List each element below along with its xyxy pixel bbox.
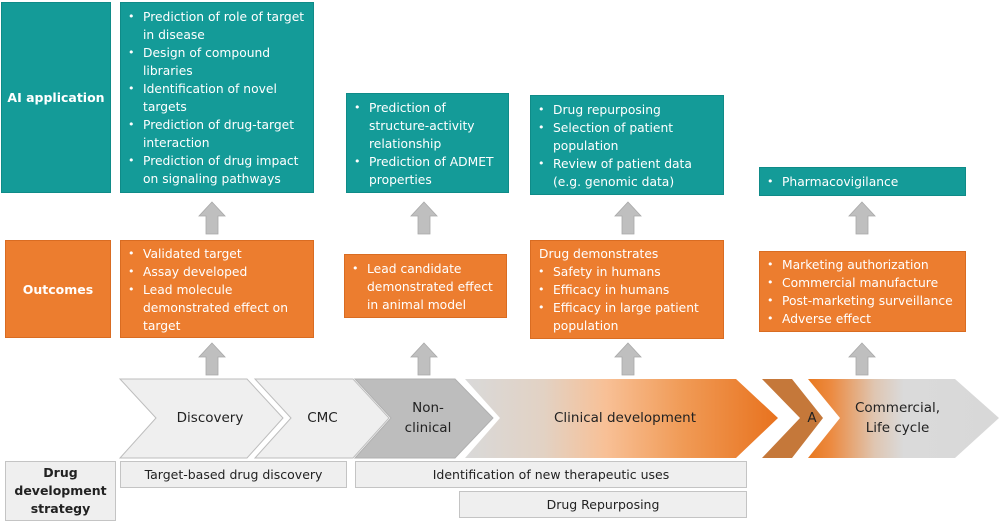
list-item: Assay developed: [128, 263, 313, 281]
outcome-list-clinical: Safety in humans Efficacy in humans Effi…: [531, 263, 723, 335]
strategy-target-based: Target-based drug discovery: [120, 461, 347, 488]
list-item: Review of patient data (e.g. genomic dat…: [538, 155, 723, 191]
outcome-box-commercial: Marketing authorization Commercial manuf…: [759, 251, 966, 332]
strategy-repurposing: Drug Repurposing: [459, 491, 747, 518]
ai-list-nonclinical: Prediction of structure-activity relatio…: [347, 99, 508, 189]
outcome-list-commercial: Marketing authorization Commercial manuf…: [760, 256, 965, 328]
ai-box-nonclinical: Prediction of structure-activity relatio…: [346, 93, 509, 193]
list-item: Drug repurposing: [538, 101, 723, 119]
stage-label-nonclinical: Non- clinical: [404, 400, 452, 436]
ai-box-discovery: Prediction of role of target in disease …: [120, 2, 314, 193]
row-label-ai-application: AI application: [1, 2, 111, 193]
list-item: Lead candidate demonstrated effect in an…: [352, 260, 506, 314]
list-item: Selection of patient population: [538, 119, 723, 155]
outcome-list-discovery: Validated target Assay developed Lead mo…: [121, 245, 313, 335]
list-item: Prediction of role of target in disease: [128, 8, 313, 44]
up-arrow-icon: [614, 201, 642, 235]
stage-label-cmc: CMC: [307, 410, 338, 426]
ai-list-discovery: Prediction of role of target in disease …: [121, 8, 313, 188]
list-item: Lead molecule demonstrated effect on tar…: [128, 281, 313, 335]
stage-label-approval: A: [807, 410, 817, 426]
up-arrow-icon: [410, 342, 438, 376]
stage-label-discovery: Discovery: [176, 410, 244, 426]
outcome-box-clinical: Drug demonstrates Safety in humans Effic…: [530, 240, 724, 339]
outcome-intro-clinical: Drug demonstrates: [539, 247, 659, 261]
outcome-box-nonclinical: Lead candidate demonstrated effect in an…: [344, 254, 507, 318]
list-item: Prediction of structure-activity relatio…: [354, 99, 508, 153]
up-arrow-icon: [614, 342, 642, 376]
outcomes-label: Outcomes: [22, 281, 94, 297]
list-item: Design of compound libraries: [128, 44, 313, 80]
ai-list-commercial: Pharmacovigilance: [760, 173, 965, 191]
up-arrow-icon: [848, 201, 876, 235]
outcome-box-discovery: Validated target Assay developed Lead mo…: [120, 240, 314, 338]
list-item: Safety in humans: [538, 263, 723, 281]
outcome-list-nonclinical: Lead candidate demonstrated effect in an…: [345, 260, 506, 314]
list-item: Efficacy in large patient population: [538, 299, 723, 335]
strategy-new-uses: Identification of new therapeutic uses: [355, 461, 747, 488]
up-arrow-icon: [848, 342, 876, 376]
list-item: Prediction of drug-target interaction: [128, 116, 313, 152]
stage-label-commercial: Commercial, Life cycle: [854, 400, 941, 436]
up-arrow-icon: [410, 201, 438, 235]
list-item: Identification of novel targets: [128, 80, 313, 116]
list-item: Prediction of ADMET properties: [354, 153, 508, 189]
strategy-row-label: Drug development strategy: [5, 461, 116, 521]
ai-box-clinical: Drug repurposing Selection of patient po…: [530, 95, 724, 195]
ai-list-clinical: Drug repurposing Selection of patient po…: [531, 101, 723, 191]
list-item: Post-marketing surveillance: [767, 292, 965, 310]
list-item: Commercial manufacture: [767, 274, 965, 292]
list-item: Marketing authorization: [767, 256, 965, 274]
list-item: Adverse effect: [767, 310, 965, 328]
ai-application-label: AI application: [7, 90, 105, 105]
list-item: Validated target: [128, 245, 313, 263]
row-label-outcomes: Outcomes: [5, 240, 111, 338]
list-item: Pharmacovigilance: [767, 173, 965, 191]
ai-box-commercial: Pharmacovigilance: [759, 167, 966, 196]
stage-label-clinical: Clinical development: [553, 410, 697, 426]
list-item: Prediction of drug impact on signaling p…: [128, 152, 313, 188]
up-arrow-icon: [198, 201, 226, 235]
list-item: Efficacy in humans: [538, 281, 723, 299]
up-arrow-icon: [198, 342, 226, 376]
